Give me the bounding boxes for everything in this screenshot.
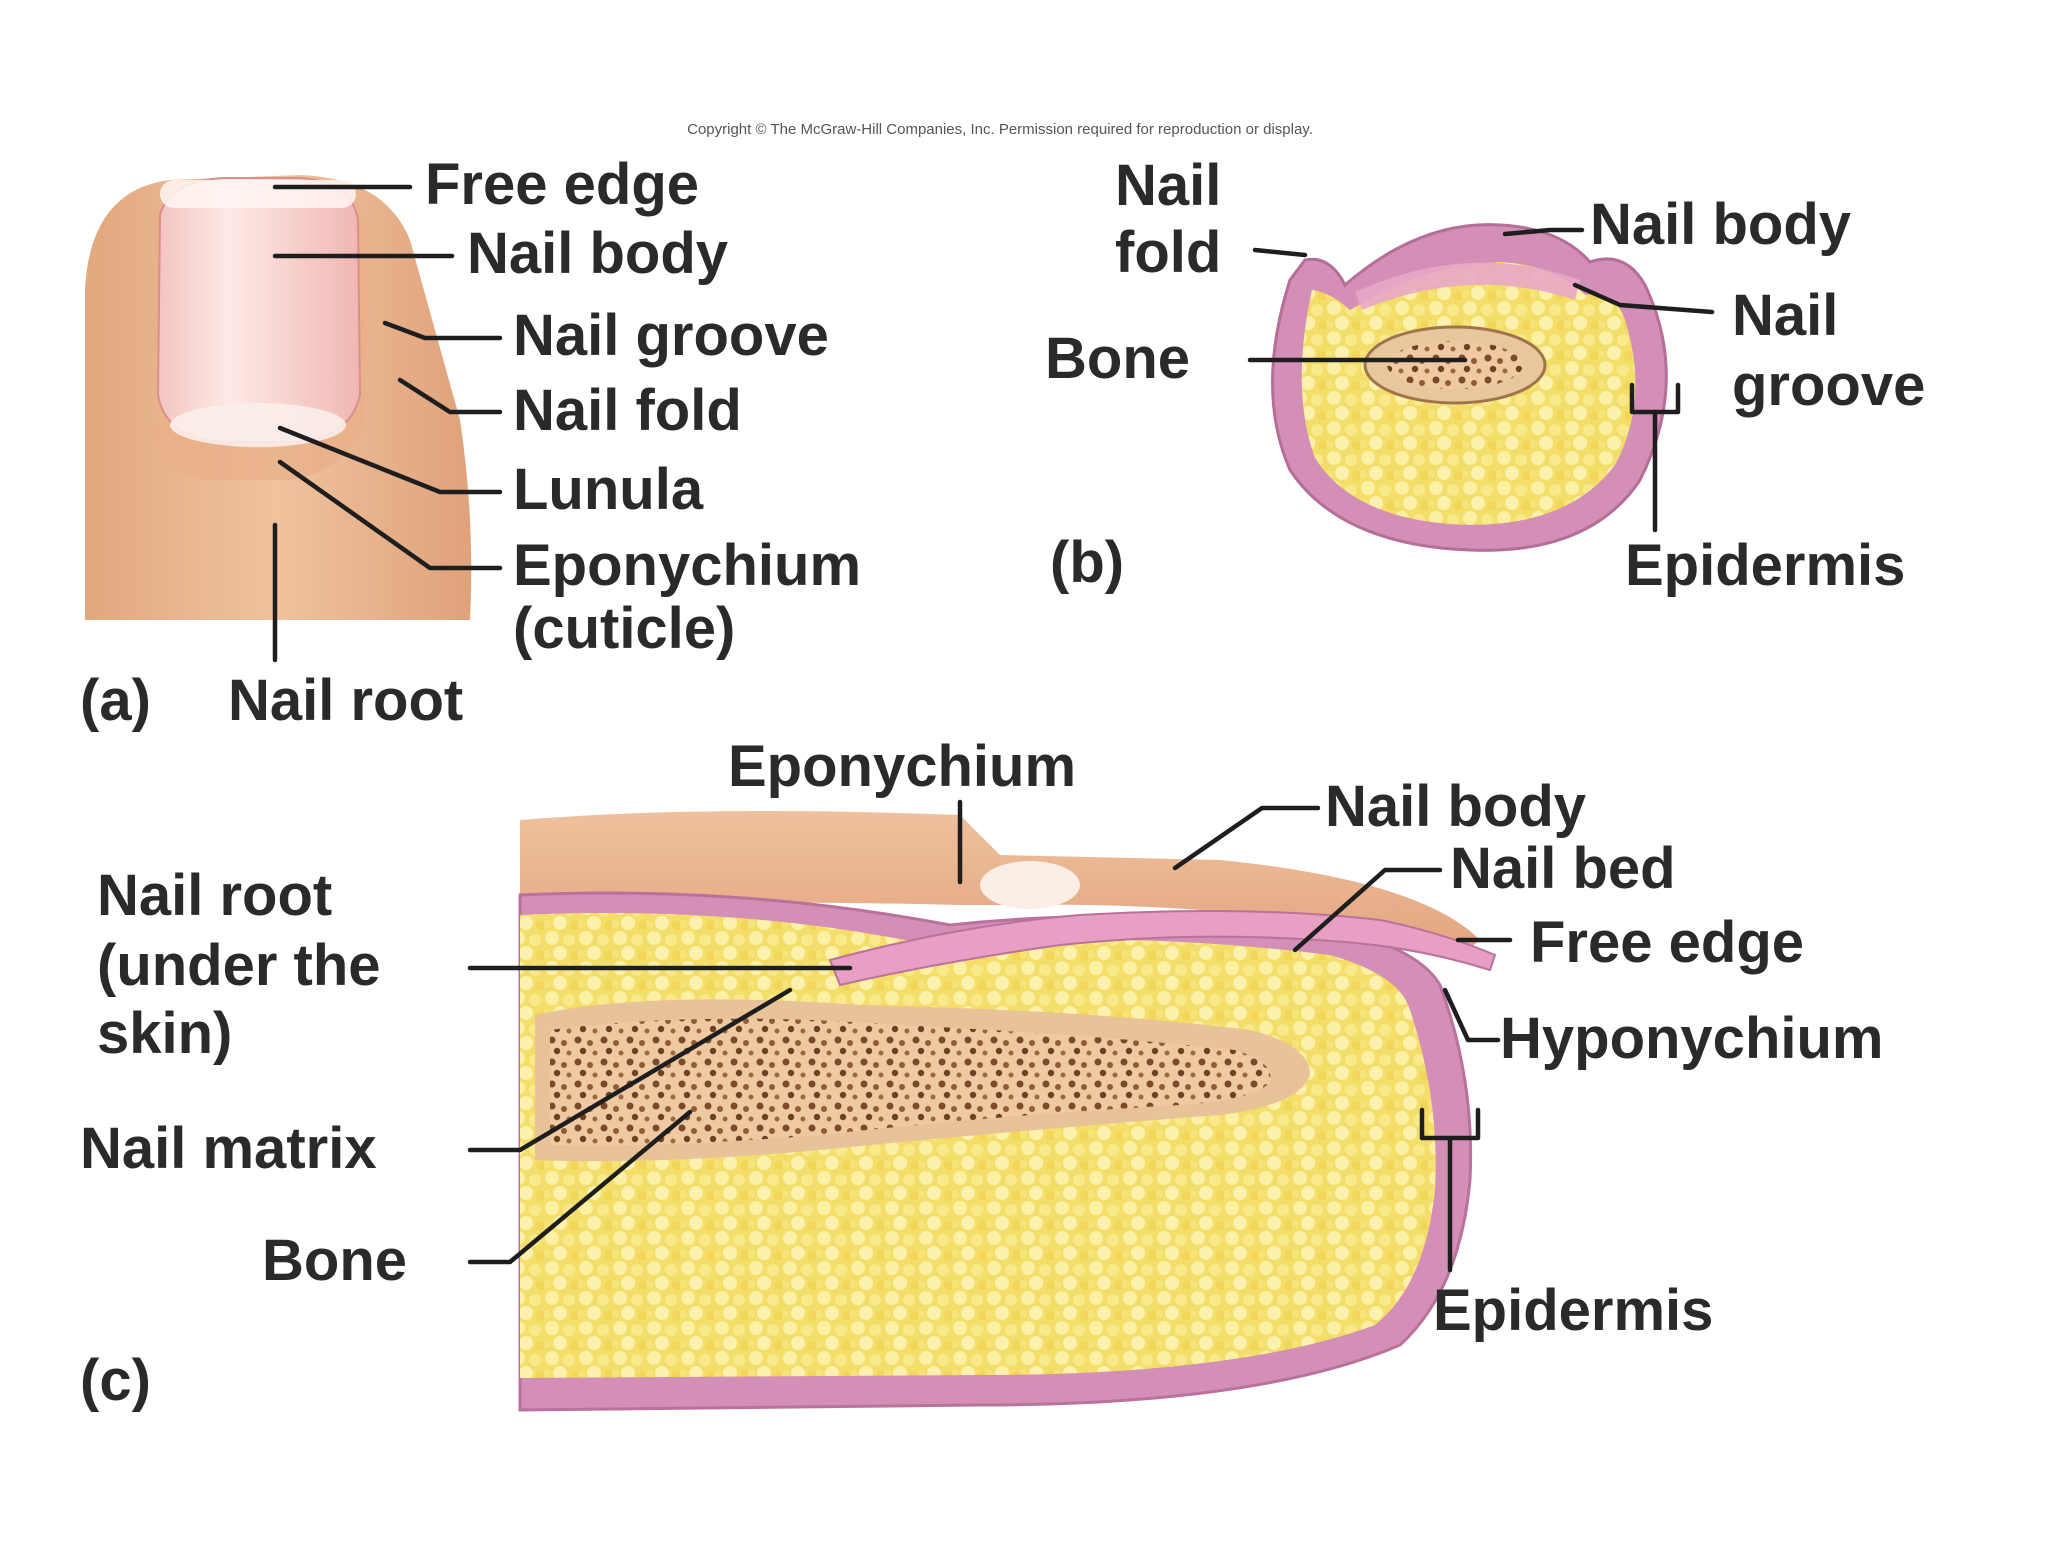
label-eponychium-c: Eponychium — [728, 734, 1076, 799]
label-nail-body: Nail body — [467, 221, 728, 286]
panel-c-letter: (c) — [80, 1348, 151, 1413]
panel-b: Nail fold Nail body Nail groove Bone (b)… — [1045, 153, 1925, 598]
label-nail-fold: Nail fold — [513, 378, 742, 443]
label-nail-groove: Nail groove — [513, 303, 829, 368]
label-free-edge-c: Free edge — [1530, 910, 1804, 975]
label-hyponychium: Hyponychium — [1500, 1006, 1884, 1071]
label-bone-c: Bone — [262, 1228, 407, 1293]
lunula-shape — [170, 403, 346, 447]
panel-a-letter: (a) — [80, 668, 151, 733]
label-cuticle: (cuticle) — [513, 596, 735, 661]
sagittal-lunula — [980, 861, 1080, 909]
cross-section-bone-marrow — [1387, 341, 1523, 389]
free-edge-band — [160, 180, 356, 208]
label-lunula: Lunula — [513, 457, 704, 522]
label-nail-bed: Nail bed — [1450, 836, 1676, 901]
label-eponychium: Eponychium — [513, 533, 861, 598]
cross-section-nail-plate — [1355, 262, 1580, 310]
label-nail-root-line1: Nail root — [97, 863, 332, 928]
label-nail-matrix: Nail matrix — [80, 1116, 377, 1181]
label-nail-root: Nail root — [228, 668, 463, 733]
label-nail-root-line2: (under the — [97, 933, 381, 998]
panel-c: Eponychium Nail body Nail bed Free edge … — [80, 734, 1884, 1413]
label-bone-b: Bone — [1045, 326, 1190, 391]
label-nail-root-line3: skin) — [97, 1001, 232, 1066]
label-epidermis-b: Epidermis — [1625, 533, 1905, 598]
label-nail-groove-line2: groove — [1732, 353, 1925, 418]
label-nail-groove-line1: Nail — [1732, 283, 1838, 348]
label-nail-body-c: Nail body — [1325, 774, 1586, 839]
sagittal-nail-plate — [828, 910, 1497, 987]
nail-plate — [156, 177, 362, 443]
label-nail-fold-line2: fold — [1115, 220, 1221, 285]
sagittal-bone-marrow — [550, 1018, 1271, 1146]
panel-b-letter: (b) — [1050, 530, 1124, 595]
label-free-edge: Free edge — [425, 152, 699, 217]
panel-a: Free edge Nail body Nail groove Nail fol… — [80, 152, 861, 733]
label-nail-fold-line1: Nail — [1115, 153, 1221, 218]
label-epidermis-c: Epidermis — [1433, 1278, 1713, 1343]
label-nail-body-b: Nail body — [1590, 192, 1851, 257]
copyright-text: Copyright © The McGraw-Hill Companies, I… — [687, 121, 1313, 138]
